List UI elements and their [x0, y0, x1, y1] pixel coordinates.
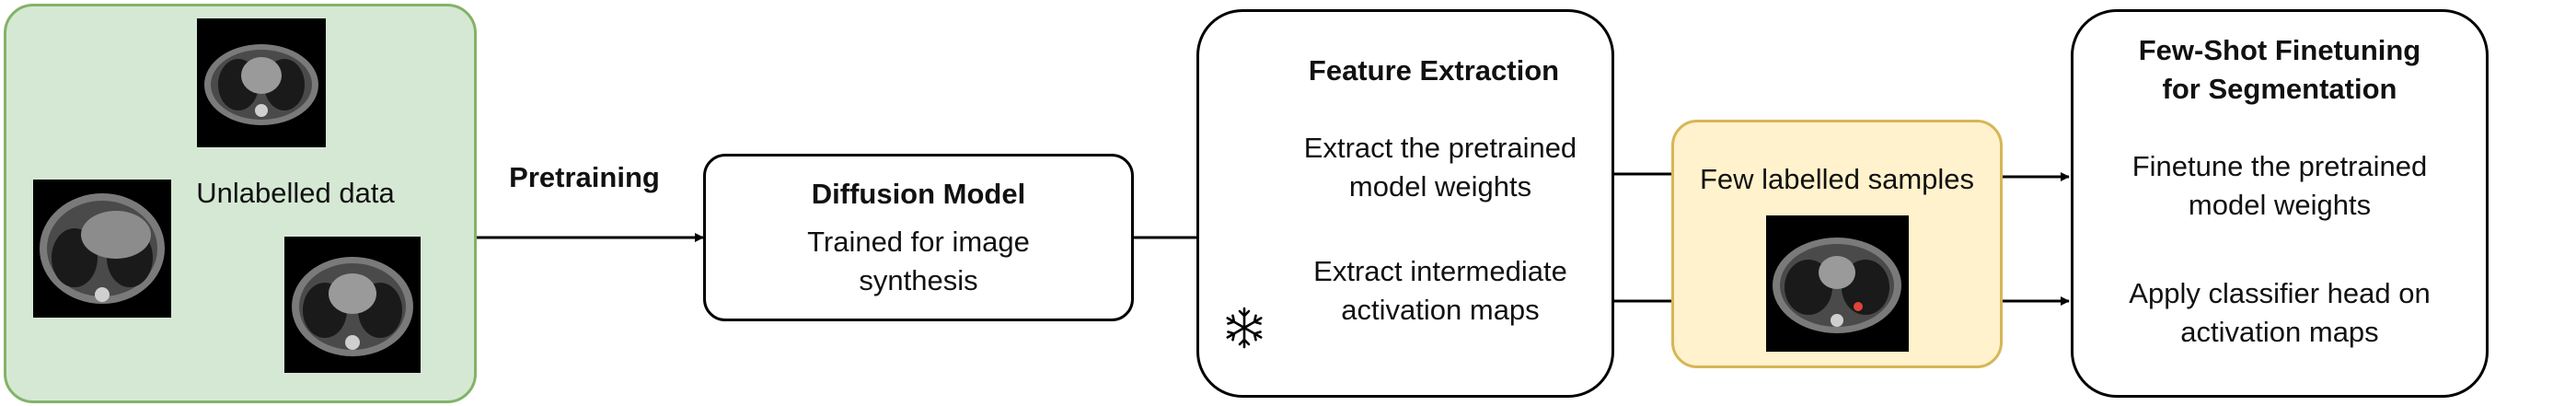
labelled-samples-label: Few labelled samples [1699, 163, 1975, 195]
finetuning-box [2071, 9, 2489, 398]
finetune-item-weights-line1: Finetune the pretrained [2131, 150, 2428, 182]
ct-scan-labelled [1766, 215, 1909, 352]
pretraining-label: Pretraining [509, 161, 660, 193]
diffusion-model-title: Diffusion Model [811, 178, 1026, 210]
feature-item-maps-line2: activation maps [1341, 294, 1540, 326]
unlabelled-data-label: Unlabelled data [196, 177, 395, 209]
feature-extraction-title: Feature Extraction [1308, 54, 1560, 87]
finetuning-title-line2: for Segmentation [2162, 73, 2397, 105]
finetune-item-classifier-line2: activation maps [2180, 316, 2379, 348]
diffusion-model-desc-line2: synthesis [859, 264, 978, 296]
diffusion-model-desc-line1: Trained for image [807, 226, 1030, 258]
diffusion-model-box [703, 154, 1134, 321]
ct-scan-right [284, 237, 421, 373]
feature-item-weights-line1: Extract the pretrained [1303, 132, 1577, 164]
feature-item-weights-line2: model weights [1348, 170, 1532, 203]
feature-extraction-box [1196, 9, 1614, 398]
finetune-item-weights-line2: model weights [2188, 189, 2372, 221]
feature-item-maps-line1: Extract intermediate [1313, 255, 1567, 287]
ct-scan-left [33, 180, 171, 318]
lesion-marker [1854, 302, 1863, 311]
ct-scan-top [197, 18, 326, 147]
finetuning-title-line1: Few-Shot Finetuning [2138, 34, 2421, 66]
finetune-item-classifier-line1: Apply classifier head on [2129, 277, 2431, 309]
snowflake-icon [1222, 306, 1266, 350]
